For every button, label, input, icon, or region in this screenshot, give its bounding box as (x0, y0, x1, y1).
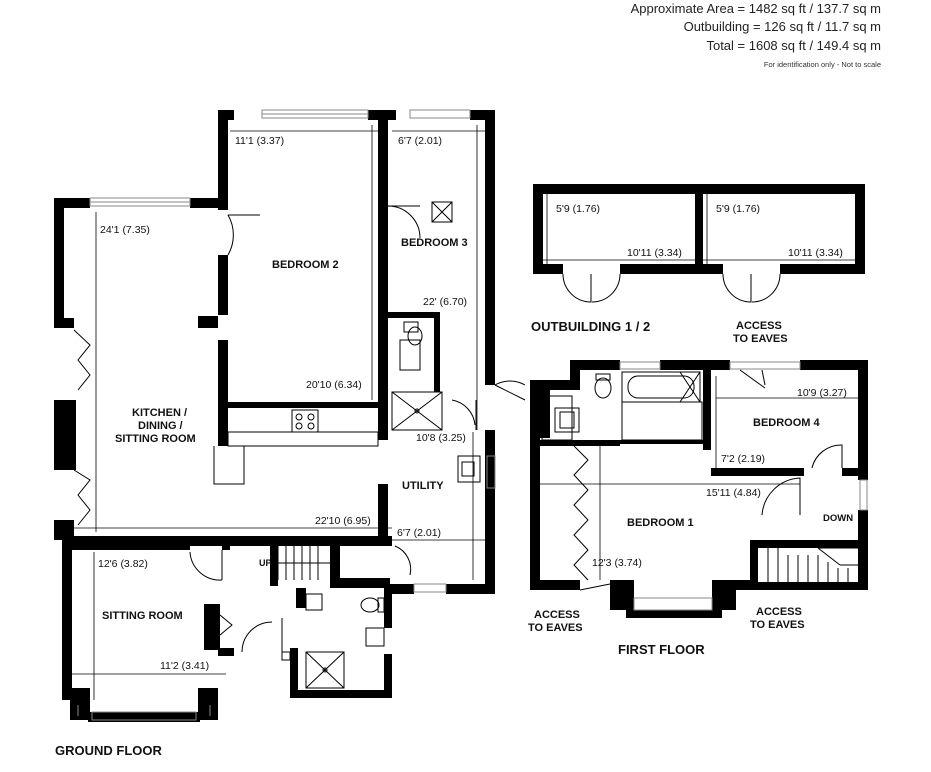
outbuilding2-width-dim: 10'11 (3.34) (788, 247, 843, 259)
eaves-right-label-1: ACCESS (756, 606, 802, 618)
room-label-kitchen-1: KITCHEN / (132, 407, 187, 419)
first-floor-plan: 10'9 (3.27) 7'2 (2.19) 15'11 (4.84) 12'3… (528, 320, 868, 657)
outbuilding-plan: 5'9 (1.76) 10'11 (3.34) 5'9 (1.76) 10'11… (531, 184, 865, 334)
utility-length-dim: 10'8 (3.25) (416, 432, 466, 444)
bedroom2-width-dim: 11'1 (3.37) (235, 135, 284, 147)
outbuilding-area-text: Outbuilding = 126 sq ft / 11.7 sq m (683, 19, 881, 34)
outbuilding1-width-dim: 10'11 (3.34) (627, 247, 682, 259)
bedroom2-length-dim: 20'10 (6.34) (306, 379, 362, 391)
utility-width-dim: 6'7 (2.01) (397, 527, 441, 539)
stairs-down-label: DOWN (823, 513, 853, 524)
bedroom3-length-dim: 22' (6.70) (423, 296, 467, 308)
room-label-kitchen-2: DINING / (138, 420, 183, 432)
bedroom1-width-dim: 15'11 (4.84) (706, 487, 761, 499)
bedroom4-width-dim: 10'9 (3.27) (797, 387, 847, 399)
room-label-sitting-room: SITTING ROOM (102, 610, 183, 622)
ground-floor-title: GROUND FLOOR (55, 743, 162, 758)
sitting-length-dim: 12'6 (3.82) (98, 558, 148, 570)
bedroom4-depth-dim: 7'2 (2.19) (721, 453, 765, 465)
sitting-width-dim: 11'2 (3.41) (160, 660, 209, 672)
identification-note: For identification only - Not to scale (763, 60, 881, 69)
kitchen-length-dim: 24'1 (7.35) (100, 224, 150, 236)
room-label-bedroom4: BEDROOM 4 (753, 417, 821, 429)
eaves-left-label-2: TO EAVES (528, 622, 583, 634)
outbuilding2-depth-dim: 5'9 (1.76) (716, 203, 760, 215)
eaves-top-label-2: TO EAVES (733, 333, 788, 345)
outbuilding-title: OUTBUILDING 1 / 2 (531, 319, 650, 334)
total-area-text: Total = 1608 sq ft / 149.4 sq m (706, 38, 881, 53)
room-label-bedroom2: BEDROOM 2 (272, 259, 339, 271)
bedroom3-width-dim: 6'7 (2.01) (398, 135, 442, 147)
eaves-top-label-1: ACCESS (736, 320, 782, 332)
stairs-up-label: UP (259, 558, 272, 568)
eaves-left-label-1: ACCESS (534, 609, 580, 621)
eaves-right-label-2: TO EAVES (750, 619, 805, 631)
room-label-utility: UTILITY (402, 480, 444, 492)
outbuilding1-depth-dim: 5'9 (1.76) (556, 203, 600, 215)
room-label-bedroom3: BEDROOM 3 (401, 237, 468, 249)
approximate-area-text: Approximate Area = 1482 sq ft / 137.7 sq… (630, 1, 881, 16)
kitchen-width-dim: 22'10 (6.95) (315, 515, 371, 527)
ground-floor-plan: 11'1 (3.37) 20'10 (6.34) 6'7 (2.01) 22' … (54, 109, 526, 758)
room-label-bedroom1: BEDROOM 1 (627, 517, 694, 529)
room-label-kitchen-3: SITTING ROOM (115, 433, 196, 445)
bedroom1-depth-dim: 12'3 (3.74) (592, 557, 642, 569)
first-floor-title: FIRST FLOOR (618, 642, 705, 657)
